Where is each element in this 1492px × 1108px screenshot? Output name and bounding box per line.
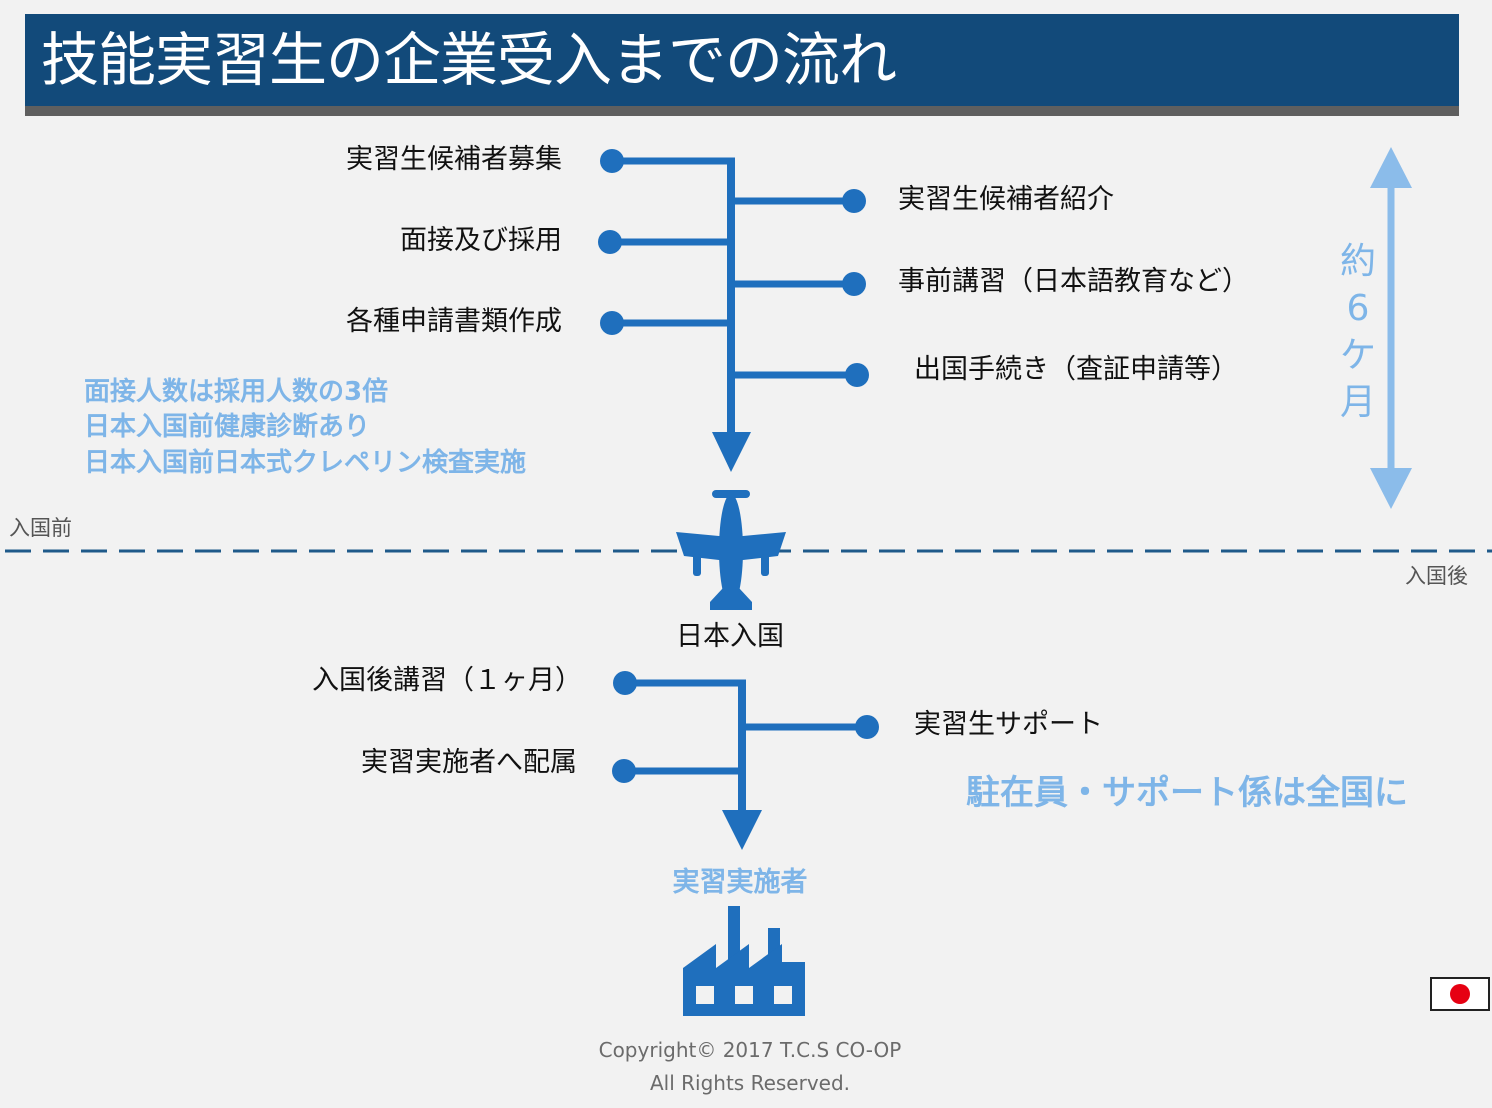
step-departure-procedures: 出国手続き（査証申請等） bbox=[914, 354, 1238, 385]
upper-arrowhead bbox=[712, 432, 751, 472]
lower-arrowhead bbox=[722, 810, 762, 850]
node-interview bbox=[598, 230, 622, 254]
copyright: Copyright© 2017 T.C.S CO-OP All Rights R… bbox=[540, 1034, 960, 1100]
step-introduce-candidates: 実習生候補者紹介 bbox=[898, 184, 1114, 215]
step-assignment: 実習実施者へ配属 bbox=[361, 747, 577, 778]
title-bar: 技能実習生の企業受入までの流れ bbox=[25, 14, 1459, 106]
step-recruit-candidates: 実習生候補者募集 bbox=[346, 144, 562, 175]
copyright-line: All Rights Reserved. bbox=[649, 1071, 851, 1095]
node-pre-training bbox=[842, 272, 866, 296]
note-health-check: 日本入国前健康診断あり bbox=[84, 412, 371, 442]
node-documents bbox=[600, 311, 624, 335]
node-support bbox=[855, 715, 879, 739]
step-trainee-support: 実習生サポート bbox=[914, 709, 1103, 740]
note-interview-ratio: 面接人数は採用人数の3倍 bbox=[84, 377, 389, 407]
step-post-entry-training: 入国後講習（１ヶ月） bbox=[312, 665, 582, 696]
node-introduce bbox=[842, 189, 866, 213]
page-title: 技能実習生の企業受入までの流れ bbox=[41, 26, 897, 94]
entry-label: 日本入国 bbox=[676, 621, 784, 652]
destination-label: 実習実施者 bbox=[672, 867, 808, 898]
node-recruit bbox=[600, 149, 624, 173]
japan-flag-icon bbox=[1430, 977, 1490, 1011]
duration-arrowhead-up bbox=[1370, 147, 1412, 188]
before-entry-label: 入国前 bbox=[9, 516, 72, 540]
duration-char: 月 bbox=[1339, 382, 1376, 423]
duration-label: 約 6 ケ 月 bbox=[1333, 238, 1383, 426]
node-departure bbox=[845, 363, 869, 387]
flag-sun bbox=[1450, 984, 1470, 1004]
support-note: 駐在員・サポート係は全国に bbox=[966, 773, 1408, 813]
step-application-documents: 各種申請書類作成 bbox=[346, 306, 562, 337]
duration-char: ケ bbox=[1339, 335, 1376, 376]
node-post-training bbox=[613, 671, 637, 695]
note-kraepelin-test: 日本入国前日本式クレペリン検査実施 bbox=[84, 448, 527, 478]
step-pre-training: 事前講習（日本語教育など） bbox=[898, 266, 1249, 297]
node-assignment bbox=[612, 759, 636, 783]
duration-char: 6 bbox=[1346, 288, 1370, 329]
duration-char: 約 bbox=[1339, 241, 1376, 282]
duration-arrowhead-down bbox=[1370, 468, 1412, 509]
copyright-line: Copyright© 2017 T.C.S CO-OP bbox=[598, 1038, 902, 1062]
step-interview-hiring: 面接及び採用 bbox=[400, 225, 562, 256]
airplane-icon bbox=[676, 490, 786, 610]
after-entry-label: 入国後 bbox=[1405, 564, 1468, 588]
